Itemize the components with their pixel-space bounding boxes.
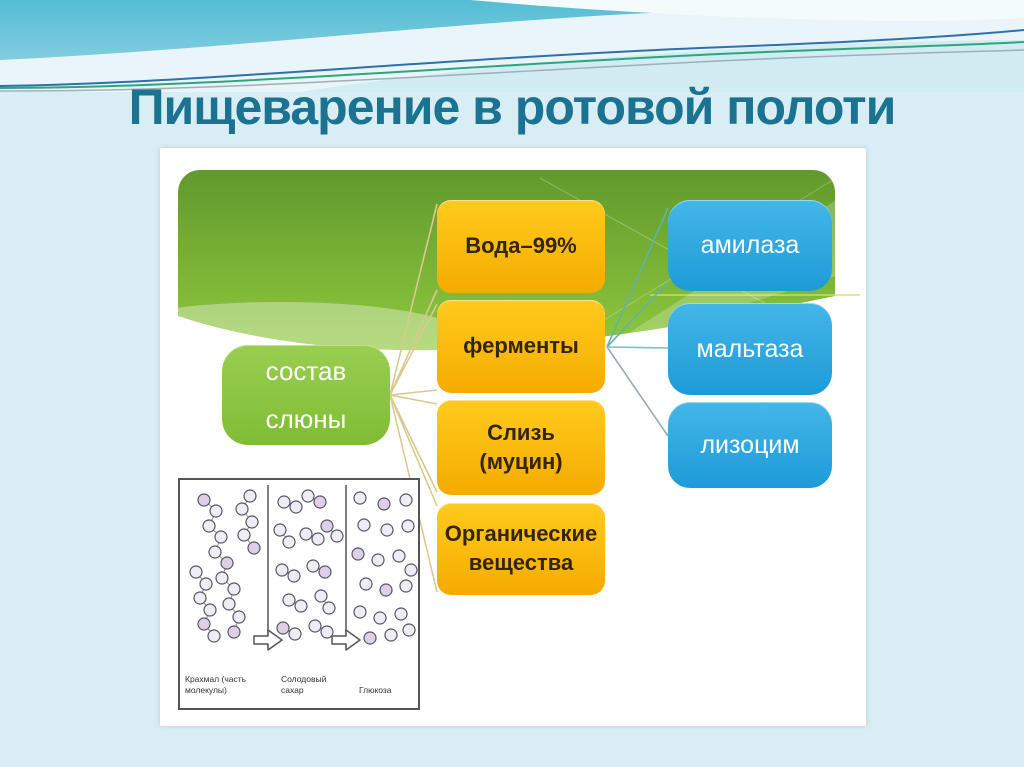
node-mucus: Слизь (муцин) [437, 400, 605, 495]
diagram-panel: состав слюны Вода–99% ферменты Слизь (му… [160, 148, 866, 726]
root-connector-lines [389, 203, 438, 593]
caption-malt-sugar: Солодовый сахар [281, 673, 327, 695]
node-enzymes: ферменты [437, 300, 605, 393]
node-organic-substances: Органические вещества [437, 503, 605, 595]
node-maltase: мальтаза [668, 303, 832, 395]
figure-captions: Крахмал (часть молекулы) Солодовый сахар… [180, 656, 418, 704]
header-wave-decoration [0, 0, 1024, 92]
molecule-illustration [189, 485, 418, 651]
page-title: Пищеварение в ротовой полоти [128, 79, 897, 135]
caption-starch: Крахмал (часть молекулы) [185, 673, 247, 695]
reaction-arrow-icon [253, 629, 361, 651]
node-water: Вода–99% [437, 200, 605, 293]
caption-glucose: Глюкоза [359, 684, 392, 695]
node-amylase: амилаза [668, 200, 832, 291]
node-saliva-composition: состав слюны [222, 345, 390, 445]
starch-breakdown-figure: Крахмал (часть молекулы) Солодовый сахар… [178, 478, 420, 710]
node-lysozyme: лизоцим [668, 402, 832, 488]
enzyme-connector-lines [606, 207, 669, 437]
